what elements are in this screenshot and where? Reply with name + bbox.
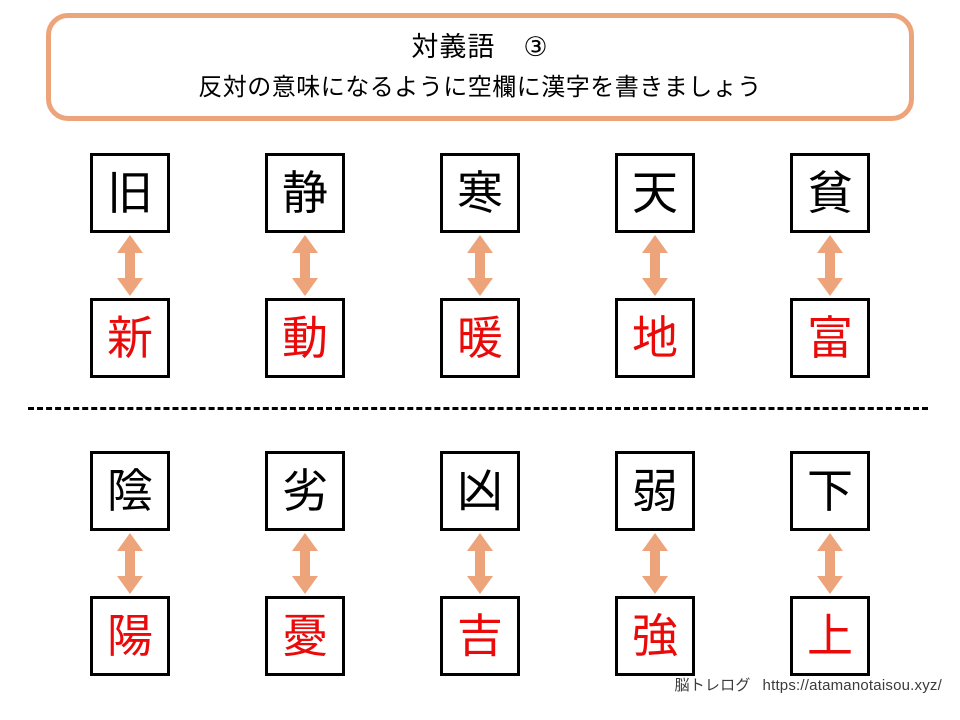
page-subtitle: 反対の意味になるように空欄に漢字を書きましょう (198, 73, 762, 101)
answer-kanji-box: 富 (790, 298, 870, 378)
kanji-pair: 旧 新 (43, 153, 218, 378)
page-title: 対義語 ③ (411, 32, 549, 63)
double-arrow-icon (815, 233, 845, 298)
problem-row-2: 陰 陽 劣 憂 凶 吉 (0, 451, 960, 676)
double-arrow-icon (640, 233, 670, 298)
answer-kanji-box: 陽 (90, 596, 170, 676)
kanji-pair: 貧 富 (743, 153, 918, 378)
double-arrow-icon (115, 531, 145, 596)
double-arrow-icon (465, 531, 495, 596)
kanji-pair: 劣 憂 (218, 451, 393, 676)
double-arrow-icon (640, 531, 670, 596)
kanji-pair: 陰 陽 (43, 451, 218, 676)
answer-kanji-box: 憂 (265, 596, 345, 676)
kanji-pair: 弱 強 (568, 451, 743, 676)
answer-kanji-box: 上 (790, 596, 870, 676)
prompt-kanji-box: 天 (615, 153, 695, 233)
double-arrow-icon (465, 233, 495, 298)
kanji-pair: 凶 吉 (393, 451, 568, 676)
kanji-pair: 下 上 (743, 451, 918, 676)
answer-kanji-box: 地 (615, 298, 695, 378)
double-arrow-icon (115, 233, 145, 298)
kanji-pair: 静 動 (218, 153, 393, 378)
problem-row-1: 旧 新 静 動 寒 暖 (0, 153, 960, 378)
kanji-pair: 天 地 (568, 153, 743, 378)
prompt-kanji-box: 寒 (440, 153, 520, 233)
footer-site-name: 脳トレログ (674, 677, 751, 694)
answer-kanji-box: 強 (615, 596, 695, 676)
prompt-kanji-box: 弱 (615, 451, 695, 531)
prompt-kanji-box: 陰 (90, 451, 170, 531)
footer: 脳トレログ https://atamanotaisou.xyz/ (657, 657, 942, 712)
prompt-kanji-box: 旧 (90, 153, 170, 233)
footer-url: https://atamanotaisou.xyz/ (762, 677, 942, 694)
prompt-kanji-box: 貧 (790, 153, 870, 233)
answer-kanji-box: 新 (90, 298, 170, 378)
section-divider (28, 407, 928, 410)
double-arrow-icon (290, 531, 320, 596)
prompt-kanji-box: 劣 (265, 451, 345, 531)
prompt-kanji-box: 静 (265, 153, 345, 233)
title-banner: 対義語 ③ 反対の意味になるように空欄に漢字を書きましょう (46, 13, 914, 121)
answer-kanji-box: 吉 (440, 596, 520, 676)
kanji-pair: 寒 暖 (393, 153, 568, 378)
prompt-kanji-box: 凶 (440, 451, 520, 531)
double-arrow-icon (290, 233, 320, 298)
double-arrow-icon (815, 531, 845, 596)
answer-kanji-box: 暖 (440, 298, 520, 378)
answer-kanji-box: 動 (265, 298, 345, 378)
prompt-kanji-box: 下 (790, 451, 870, 531)
